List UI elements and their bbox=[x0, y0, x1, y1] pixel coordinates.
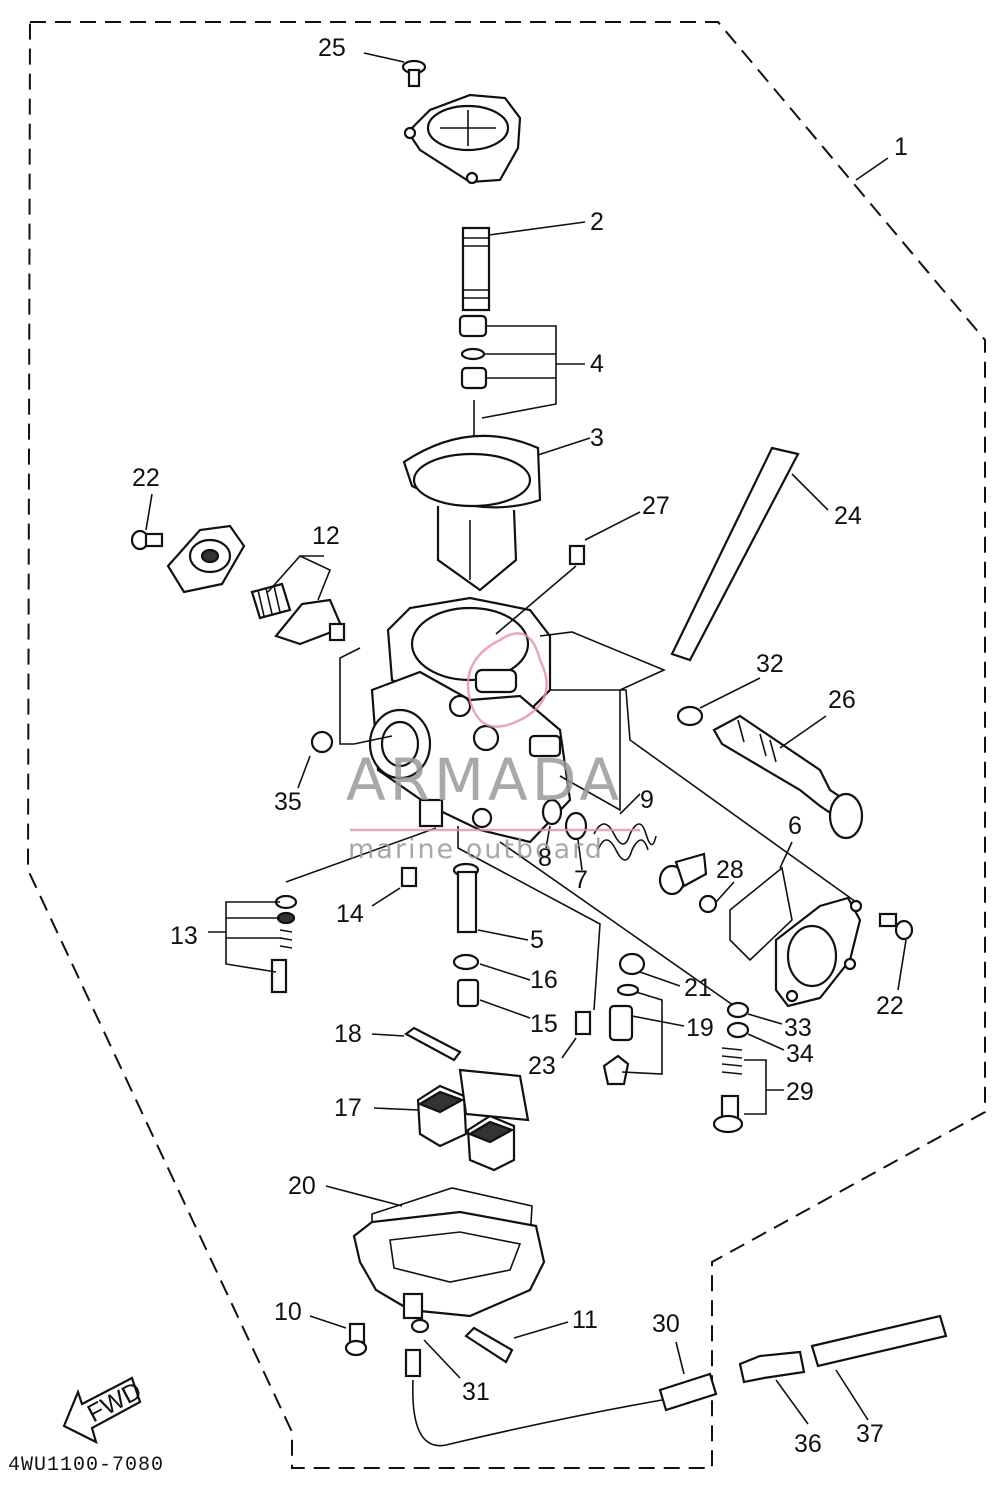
fwd-label: FWD bbox=[83, 1377, 146, 1428]
part-label-20: 20 bbox=[288, 1172, 316, 1200]
o-ring-8 bbox=[541, 798, 563, 826]
part-label-32: 32 bbox=[756, 650, 784, 678]
part-label-30: 30 bbox=[652, 1310, 680, 1338]
part-label-15: 15 bbox=[530, 1010, 558, 1038]
part-label-5: 5 bbox=[530, 926, 544, 954]
part-label-27: 27 bbox=[642, 492, 670, 520]
part-label-25: 25 bbox=[318, 34, 346, 62]
main-jet-15 bbox=[456, 978, 480, 1008]
part-label-26: 26 bbox=[828, 686, 856, 714]
watermark-brand: ARMADA bbox=[346, 746, 623, 814]
o-ring-31 bbox=[410, 1318, 430, 1334]
cover-screw bbox=[401, 59, 427, 88]
part-label-37: 37 bbox=[856, 1420, 884, 1448]
part-label-8: 8 bbox=[538, 844, 552, 872]
part-label-9: 9 bbox=[640, 786, 654, 814]
needle-jet-5 bbox=[452, 862, 480, 934]
part-label-29: 29 bbox=[786, 1078, 814, 1106]
part-label-12: 12 bbox=[312, 522, 340, 550]
fitting-36 bbox=[738, 1350, 806, 1384]
pin-18 bbox=[403, 1026, 462, 1062]
jet-needle-set bbox=[458, 314, 488, 476]
fwd-arrow-icon: FWD bbox=[62, 1376, 146, 1445]
part-label-21: 21 bbox=[684, 974, 712, 1002]
part-label-1: 1 bbox=[894, 133, 908, 161]
part-label-19: 19 bbox=[686, 1014, 714, 1042]
watermark-tagline: marine outboard bbox=[348, 834, 604, 865]
part-label-35: 35 bbox=[274, 788, 302, 816]
washer-34 bbox=[726, 1021, 750, 1039]
needle-valve-19 bbox=[602, 983, 640, 1086]
cap-28 bbox=[658, 852, 718, 914]
washer-7 bbox=[564, 811, 588, 841]
screw-23 bbox=[574, 1010, 592, 1036]
nut-35 bbox=[310, 730, 334, 754]
part-label-33: 33 bbox=[784, 1014, 812, 1042]
side-cover-left bbox=[166, 524, 246, 594]
cover-plate-6 bbox=[774, 896, 863, 1008]
part-label-16: 16 bbox=[530, 966, 558, 994]
screw-22-right bbox=[878, 912, 914, 941]
washer-16 bbox=[452, 953, 480, 971]
part-label-4: 4 bbox=[590, 350, 604, 378]
part-label-10: 10 bbox=[274, 1298, 302, 1326]
part-label-2: 2 bbox=[590, 208, 604, 236]
part-label-7: 7 bbox=[574, 866, 588, 894]
float-17 bbox=[416, 1068, 530, 1172]
part-label-34: 34 bbox=[786, 1040, 814, 1068]
part-label-31: 31 bbox=[462, 1378, 490, 1406]
throttle-stop-screw bbox=[712, 714, 864, 840]
pilot-screw-set bbox=[270, 894, 298, 994]
screw-set-29 bbox=[712, 1047, 744, 1134]
part-code: 4WU1100-7080 bbox=[8, 1454, 164, 1477]
screw-10 bbox=[344, 1322, 368, 1357]
vacuum-piston bbox=[402, 434, 542, 592]
part-label-23: 23 bbox=[528, 1052, 556, 1080]
part-label-22: 22 bbox=[132, 464, 160, 492]
part-label-28: 28 bbox=[716, 856, 744, 884]
hose-37 bbox=[810, 1314, 948, 1368]
part-label-11: 11 bbox=[572, 1306, 598, 1334]
vent-tube bbox=[670, 446, 800, 662]
drain-screw-11 bbox=[464, 1326, 514, 1364]
plug-21 bbox=[618, 952, 646, 976]
top-cover bbox=[403, 93, 522, 185]
part-label-6: 6 bbox=[788, 812, 802, 840]
needle-spring bbox=[461, 226, 491, 312]
part-label-17: 17 bbox=[334, 1094, 362, 1122]
o-ring-33 bbox=[726, 1001, 750, 1019]
assembly-outline bbox=[26, 21, 986, 1469]
plug-27 bbox=[568, 544, 586, 566]
jet-14 bbox=[400, 866, 418, 888]
part-label-36: 36 bbox=[794, 1430, 822, 1458]
coasting-enricher bbox=[250, 582, 346, 646]
drain-hose-30 bbox=[404, 1348, 718, 1447]
float-chamber bbox=[352, 1210, 546, 1320]
part-label-24: 24 bbox=[834, 502, 862, 530]
part-label-14: 14 bbox=[336, 900, 364, 928]
cap-screw-left bbox=[130, 529, 164, 551]
carburetor-body bbox=[368, 596, 572, 844]
spring-9 bbox=[593, 823, 657, 861]
part-label-3: 3 bbox=[590, 424, 604, 452]
part-label-18: 18 bbox=[334, 1020, 362, 1048]
part-label-22b: 22 bbox=[876, 992, 904, 1020]
gasket-6 bbox=[729, 866, 793, 962]
part-label-13: 13 bbox=[170, 922, 198, 950]
o-ring-32 bbox=[676, 705, 704, 727]
watermark-logo bbox=[350, 632, 640, 832]
